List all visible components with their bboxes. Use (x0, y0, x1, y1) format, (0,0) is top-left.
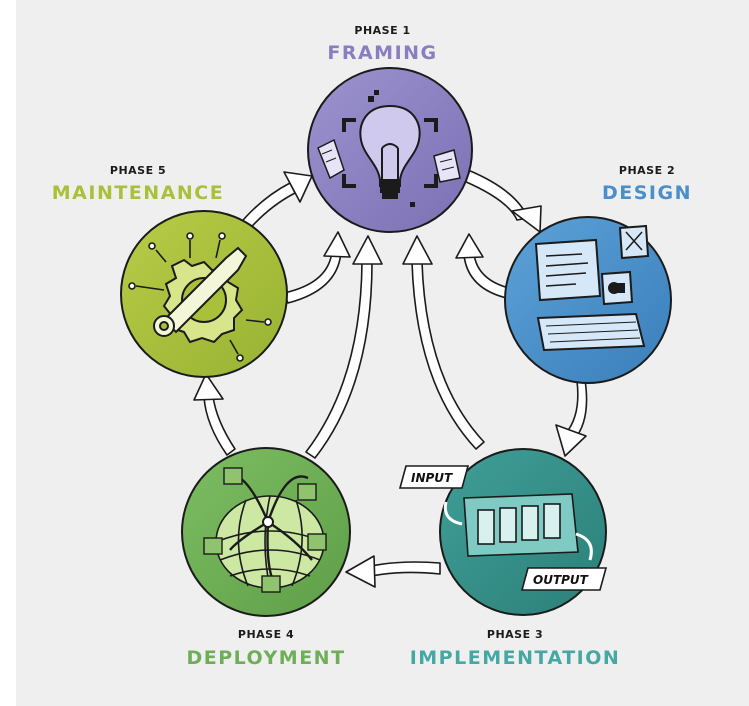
output-tag: OUTPUT (520, 567, 608, 591)
phase-5-name: MAINTENANCE (51, 182, 225, 204)
arrow-framing-to-design (463, 169, 542, 233)
user-badges (203, 467, 327, 593)
phase-1-name: FRAMING (327, 42, 438, 64)
phase-3-node: INPUT OUTPUT (398, 448, 608, 616)
phase-4-name: DEPLOYMENT (186, 647, 346, 669)
arrow-design-return (455, 233, 519, 301)
input-tag: INPUT (398, 465, 470, 489)
phase-2-name: DESIGN (601, 182, 692, 204)
phase-3-name: IMPLEMENTATION (409, 647, 621, 669)
arrow-implementation-return (402, 235, 485, 450)
diagram-canvas: PHASE 1 FRAMING PHASE 2 DESIGN PHASE 5 M… (16, 0, 749, 706)
phase-3-number: PHASE 3 (486, 628, 544, 641)
lightbulb-icon (317, 104, 461, 199)
arrow-design-to-implementation (555, 379, 588, 457)
arrow-deployment-return (305, 235, 383, 459)
arrow-deployment-to-maintenance (193, 373, 236, 456)
flowchart-icon (443, 493, 593, 561)
phase-1-node (307, 67, 473, 233)
arrow-maintenance-to-framing (237, 171, 313, 234)
input-label: INPUT (411, 471, 453, 485)
arrow-maintenance-return (283, 231, 351, 304)
phase-4-node (181, 447, 351, 617)
phase-5-node (120, 210, 288, 378)
phase-1-number: PHASE 1 (354, 24, 411, 37)
cycle-diagram: INPUT OUTPUT (120, 67, 672, 617)
phase-2-node (504, 216, 672, 384)
phase-4-number: PHASE 4 (237, 628, 295, 641)
arrow-implementation-to-deployment (345, 555, 441, 588)
wrench-gear-icon (153, 246, 248, 344)
circuit-lines (128, 232, 272, 362)
phase-5-number: PHASE 5 (109, 164, 167, 177)
cycle-arrows (193, 169, 588, 588)
phase-2-number: PHASE 2 (618, 164, 676, 177)
computer-icon (534, 224, 650, 352)
output-label: OUTPUT (533, 573, 589, 587)
